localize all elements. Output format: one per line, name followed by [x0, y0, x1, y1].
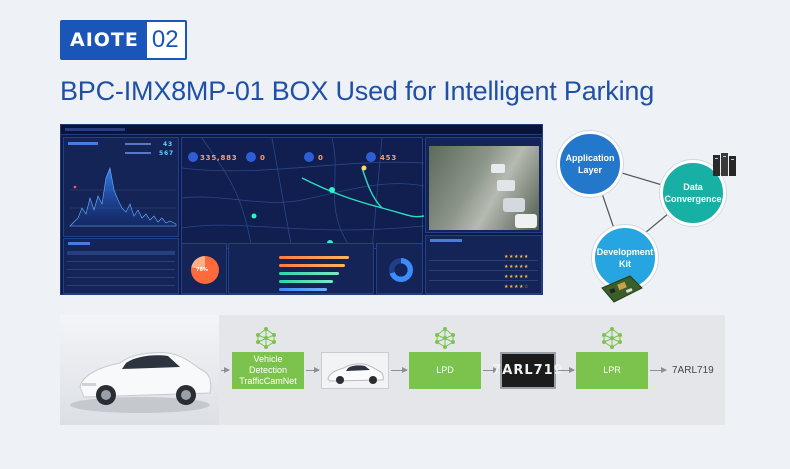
arrow — [483, 367, 499, 373]
panel-title-bar — [68, 142, 98, 145]
side-kpi-1: 43 — [163, 141, 173, 148]
kpi-third: 0 — [318, 154, 324, 162]
section-number: 02 — [151, 26, 179, 53]
arrow — [391, 367, 408, 373]
gauge-value: 78% — [196, 267, 208, 273]
side-kpi-box: 43 567 — [123, 139, 179, 161]
arrow — [650, 367, 667, 373]
lpr-stage: LPR — [576, 352, 648, 389]
neural-network-icon — [435, 327, 455, 349]
bars-panel — [228, 243, 374, 294]
camera-feed — [429, 146, 539, 230]
donut-panel — [376, 243, 423, 294]
city-map-panel: 335,883 0 0 453 — [181, 137, 424, 250]
circuit-board-icon — [601, 275, 643, 303]
car-photo — [60, 315, 219, 425]
traffic-chart-panel — [63, 137, 179, 237]
lpd-stage: LPD — [409, 352, 481, 389]
camera-panel — [425, 137, 542, 233]
gauge-panel: 78% — [181, 243, 227, 294]
parking-table-panel — [63, 238, 179, 294]
neural-network-icon — [256, 327, 276, 349]
side-kpi-2: 567 — [159, 150, 174, 157]
arrow — [558, 367, 575, 373]
dashboard-topbar — [61, 125, 542, 135]
traffic-area-chart — [69, 166, 177, 227]
aiote-logo: AIOTE — [62, 22, 147, 58]
dashboard-topbar-text — [65, 128, 125, 131]
license-plate-image: 7ARL719 — [492, 352, 563, 389]
arrow — [221, 367, 230, 373]
section-badge: AIOTE 02 — [60, 20, 187, 60]
kpi-second: 0 — [260, 154, 266, 162]
server-rack-icon — [713, 153, 736, 176]
parking-dashboard-screenshot: 43 567 — [60, 124, 543, 295]
neural-network-icon — [602, 327, 622, 349]
page-title: BPC-IMX8MP-01 BOX Used for Intelligent P… — [60, 76, 655, 106]
white-sedan-image — [70, 352, 212, 413]
kpi-fourth: 453 — [380, 154, 398, 162]
arrow — [306, 367, 320, 373]
recognized-plate-output: 7ARL719 — [672, 365, 714, 376]
gauge-circle — [191, 256, 219, 284]
kpi-total: 335,883 — [200, 154, 238, 162]
ranking-panel: ★★★★★ ★★★★★ ★★★★★ ★★★★☆ — [425, 235, 542, 294]
cropped-car-thumbnail — [321, 352, 389, 389]
